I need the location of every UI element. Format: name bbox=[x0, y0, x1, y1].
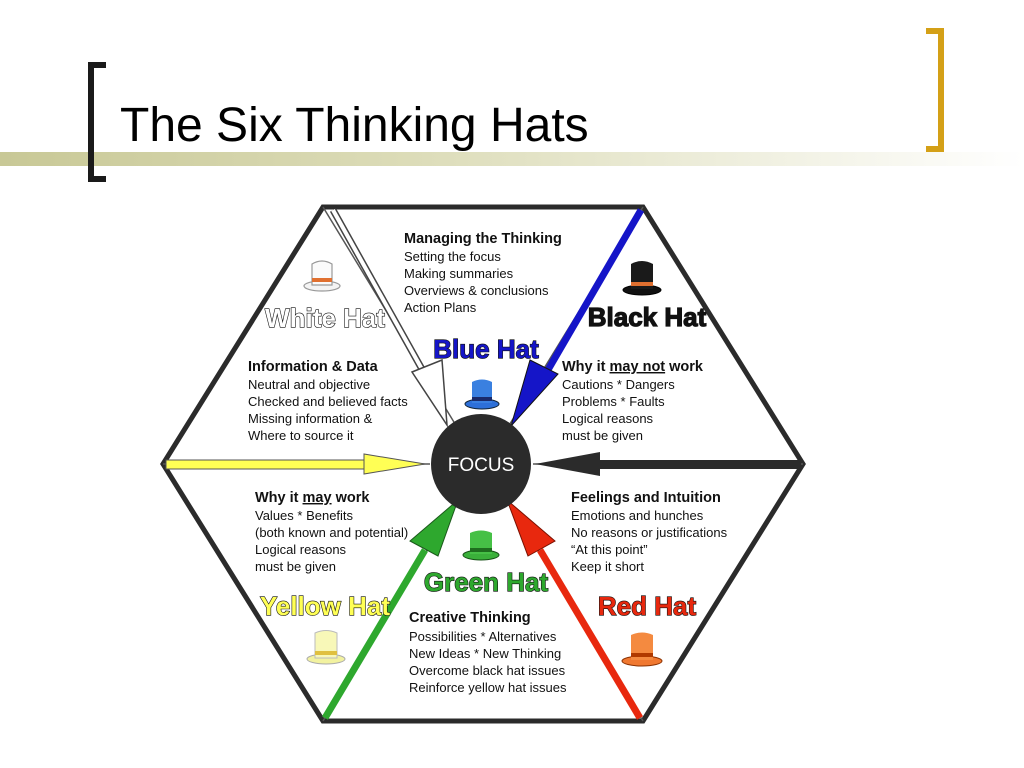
why-not-line: must be given bbox=[562, 428, 643, 443]
why-may-line: (both known and potential) bbox=[255, 525, 408, 540]
arrow-blue bbox=[510, 208, 645, 427]
yellow-hat-label: Yellow Hat bbox=[260, 591, 390, 621]
arrow-white bbox=[329, 208, 448, 428]
feelings-title: Feelings and Intuition bbox=[571, 490, 721, 506]
creative-line: Possibilities * Alternatives bbox=[409, 629, 557, 644]
managing-line: Setting the focus bbox=[404, 249, 501, 264]
creative-line: Overcome black hat issues bbox=[409, 663, 566, 678]
why-may-block: Why it may work Values * Benefits (both … bbox=[255, 490, 408, 574]
why-not-title: Why it may not work bbox=[562, 359, 704, 375]
why-may-line: must be given bbox=[255, 559, 336, 574]
creative-line: New Ideas * New Thinking bbox=[409, 646, 561, 661]
feelings-line: Emotions and hunches bbox=[571, 508, 704, 523]
blue-hat-label: Blue Hat bbox=[433, 334, 539, 364]
arrow-black bbox=[535, 452, 801, 476]
why-may-title: Why it may work bbox=[255, 490, 370, 506]
page-title: The Six Thinking Hats bbox=[120, 99, 589, 152]
creative-title: Creative Thinking bbox=[409, 610, 531, 626]
why-not-block: Why it may not work Cautions * Dangers P… bbox=[562, 359, 704, 443]
green-hat-label: Green Hat bbox=[424, 567, 549, 597]
managing-line: Making summaries bbox=[404, 266, 514, 281]
managing-block: Managing the Thinking Setting the focus … bbox=[404, 231, 562, 315]
why-may-line: Logical reasons bbox=[255, 542, 347, 557]
feelings-line: “At this point” bbox=[571, 542, 648, 557]
white-hat-label: White Hat bbox=[265, 303, 385, 333]
why-not-line: Cautions * Dangers bbox=[562, 377, 675, 392]
black-hat-icon bbox=[622, 261, 662, 296]
blue-hat-icon bbox=[464, 379, 500, 410]
creative-block: Creative Thinking Possibilities * Altern… bbox=[409, 610, 567, 695]
information-line: Where to source it bbox=[248, 428, 354, 443]
arrow-green bbox=[321, 498, 460, 720]
information-line: Missing information & bbox=[248, 411, 373, 426]
white-hat-icon bbox=[303, 260, 341, 292]
information-line: Checked and believed facts bbox=[248, 394, 408, 409]
yellow-hat-icon bbox=[306, 630, 346, 665]
creative-line: Reinforce yellow hat issues bbox=[409, 680, 567, 695]
information-block: Information & Data Neutral and objective… bbox=[248, 359, 408, 443]
green-hat-icon bbox=[462, 530, 500, 561]
why-not-line: Problems * Faults bbox=[562, 394, 665, 409]
black-hat-label: Black Hat bbox=[588, 302, 707, 332]
feelings-line: No reasons or justifications bbox=[571, 525, 728, 540]
feelings-block: Feelings and Intuition Emotions and hunc… bbox=[571, 490, 728, 574]
red-hat-label: Red Hat bbox=[598, 591, 697, 621]
feelings-line: Keep it short bbox=[571, 559, 644, 574]
managing-title: Managing the Thinking bbox=[404, 231, 562, 247]
why-not-line: Logical reasons bbox=[562, 411, 654, 426]
arrow-yellow bbox=[165, 453, 426, 475]
focus-circle bbox=[431, 414, 531, 514]
right-bracket bbox=[926, 28, 944, 152]
managing-line: Action Plans bbox=[404, 300, 477, 315]
information-line: Neutral and objective bbox=[248, 377, 370, 392]
arrow-red bbox=[506, 499, 644, 720]
why-may-line: Values * Benefits bbox=[255, 508, 354, 523]
information-title: Information & Data bbox=[248, 359, 379, 375]
red-hat-icon bbox=[621, 632, 663, 667]
managing-line: Overviews & conclusions bbox=[404, 283, 549, 298]
left-bracket bbox=[88, 62, 106, 182]
focus-label: FOCUS bbox=[448, 455, 515, 476]
title-band bbox=[0, 152, 1024, 166]
